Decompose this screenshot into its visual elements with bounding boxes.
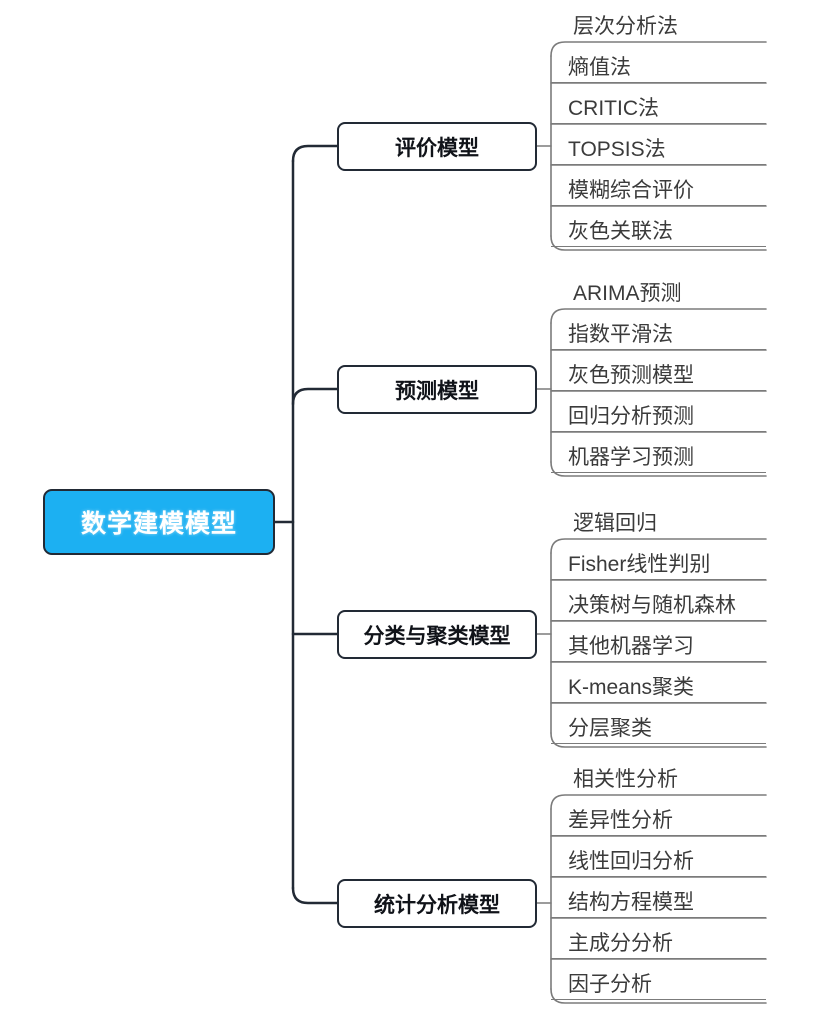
leaf-item[interactable]: CRITIC法 <box>551 83 766 124</box>
leaf-label: 分层聚类 <box>568 717 652 740</box>
leaf-item[interactable]: 回归分析预测 <box>551 391 766 432</box>
branch-node-evaluation[interactable]: 评价模型 <box>337 122 537 171</box>
root-node[interactable]: 数学建模模型 <box>43 489 275 555</box>
leaf-item[interactable]: 主成分分析 <box>551 918 766 959</box>
leaf-item[interactable]: 熵值法 <box>551 42 766 83</box>
leaf-label: 灰色预测模型 <box>568 364 694 387</box>
leaf-label: 灰色关联法 <box>568 220 673 243</box>
leaf-item[interactable]: K-means聚类 <box>551 662 766 703</box>
leaf-underline <box>551 999 766 1000</box>
leaf-label: ARIMA预测 <box>573 282 682 305</box>
leaf-label: TOPSIS法 <box>568 138 666 161</box>
leaf-label: 回归分析预测 <box>568 405 694 428</box>
leaf-label: 因子分析 <box>568 973 652 996</box>
leaf-underline <box>551 246 766 247</box>
leaf-label: 差异性分析 <box>568 809 673 832</box>
leaf-label: 相关性分析 <box>573 768 678 791</box>
leaf-item[interactable]: 分层聚类 <box>551 703 766 744</box>
leaf-underline <box>551 472 766 473</box>
branch-node-forecasting[interactable]: 预测模型 <box>337 365 537 414</box>
leaf-label: 线性回归分析 <box>568 850 694 873</box>
leaf-item[interactable]: 差异性分析 <box>551 795 766 836</box>
leaf-item[interactable]: 结构方程模型 <box>551 877 766 918</box>
leaf-label: K-means聚类 <box>568 676 695 699</box>
leaf-label: 逻辑回归 <box>573 512 657 535</box>
leaf-label: 指数平滑法 <box>568 323 673 346</box>
leaf-item[interactable]: 因子分析 <box>551 959 766 1000</box>
leaf-item[interactable]: 机器学习预测 <box>551 432 766 473</box>
leaf-label: 其他机器学习 <box>568 635 694 658</box>
leaf-item[interactable]: 灰色预测模型 <box>551 350 766 391</box>
leaf-label: 模糊综合评价 <box>568 179 694 202</box>
leaf-label: 机器学习预测 <box>568 446 694 469</box>
leaf-item[interactable]: 模糊综合评价 <box>551 165 766 206</box>
branch-node-classification[interactable]: 分类与聚类模型 <box>337 610 537 659</box>
leaf-label: 结构方程模型 <box>568 891 694 914</box>
leaf-item[interactable]: 逻辑回归 <box>551 498 766 539</box>
leaf-item[interactable]: 线性回归分析 <box>551 836 766 877</box>
leaf-label: 决策树与随机森林 <box>568 594 736 617</box>
leaf-item[interactable]: TOPSIS法 <box>551 124 766 165</box>
branch-node-statistics[interactable]: 统计分析模型 <box>337 879 537 928</box>
leaf-label: 熵值法 <box>568 56 631 79</box>
leaf-label: 层次分析法 <box>573 15 678 38</box>
leaf-item[interactable]: 决策树与随机森林 <box>551 580 766 621</box>
leaf-item[interactable]: ARIMA预测 <box>551 268 766 309</box>
leaf-item[interactable]: 灰色关联法 <box>551 206 766 247</box>
leaf-item[interactable]: 相关性分析 <box>551 754 766 795</box>
leaf-item[interactable]: Fisher线性判别 <box>551 539 766 580</box>
leaf-item[interactable]: 层次分析法 <box>551 1 766 42</box>
leaf-label: CRITIC法 <box>568 97 659 120</box>
leaf-label: Fisher线性判别 <box>568 553 711 576</box>
leaf-item[interactable]: 指数平滑法 <box>551 309 766 350</box>
leaf-underline <box>551 743 766 744</box>
leaf-item[interactable]: 其他机器学习 <box>551 621 766 662</box>
leaf-label: 主成分分析 <box>568 932 673 955</box>
